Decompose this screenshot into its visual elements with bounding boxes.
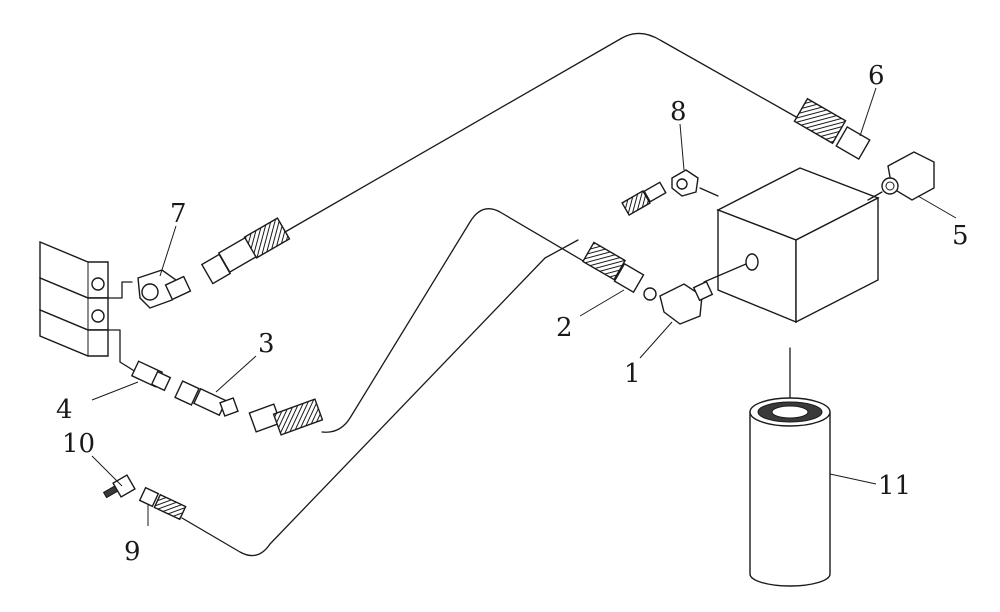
leader-lines [91, 87, 957, 526]
fitting-4 [130, 360, 172, 392]
label-1: 1 [624, 359, 641, 389]
label-8: 8 [670, 97, 687, 127]
label-7: 7 [170, 199, 187, 229]
hose-end-2 [581, 241, 645, 294]
fitting-9 [138, 486, 187, 521]
fitting-1 [643, 280, 714, 325]
label-9: 9 [124, 537, 141, 567]
label-10: 10 [62, 429, 95, 459]
fitting-8 [671, 169, 699, 197]
hose-end-8 [621, 181, 667, 217]
fitting-5 [881, 151, 935, 201]
hose-end-3 [248, 398, 324, 436]
line-8-to-block [699, 187, 719, 197]
label-6: 6 [868, 61, 885, 91]
hose-line-bottom [181, 239, 579, 557]
hose-end-6 [793, 97, 871, 160]
label-5: 5 [952, 221, 969, 251]
hose-line-top [284, 32, 799, 233]
fitting-3 [174, 380, 239, 417]
label-11: 11 [878, 471, 911, 501]
hose-end-7 [200, 217, 291, 285]
label-2: 2 [556, 313, 573, 343]
valve-block [703, 167, 883, 324]
left-manifold [39, 240, 137, 373]
label-4: 4 [56, 395, 73, 425]
hose-line-middle [321, 208, 586, 433]
filter-element [749, 347, 831, 587]
label-3: 3 [258, 329, 275, 359]
fitting-7 [137, 269, 192, 309]
fitting-10 [102, 474, 136, 499]
